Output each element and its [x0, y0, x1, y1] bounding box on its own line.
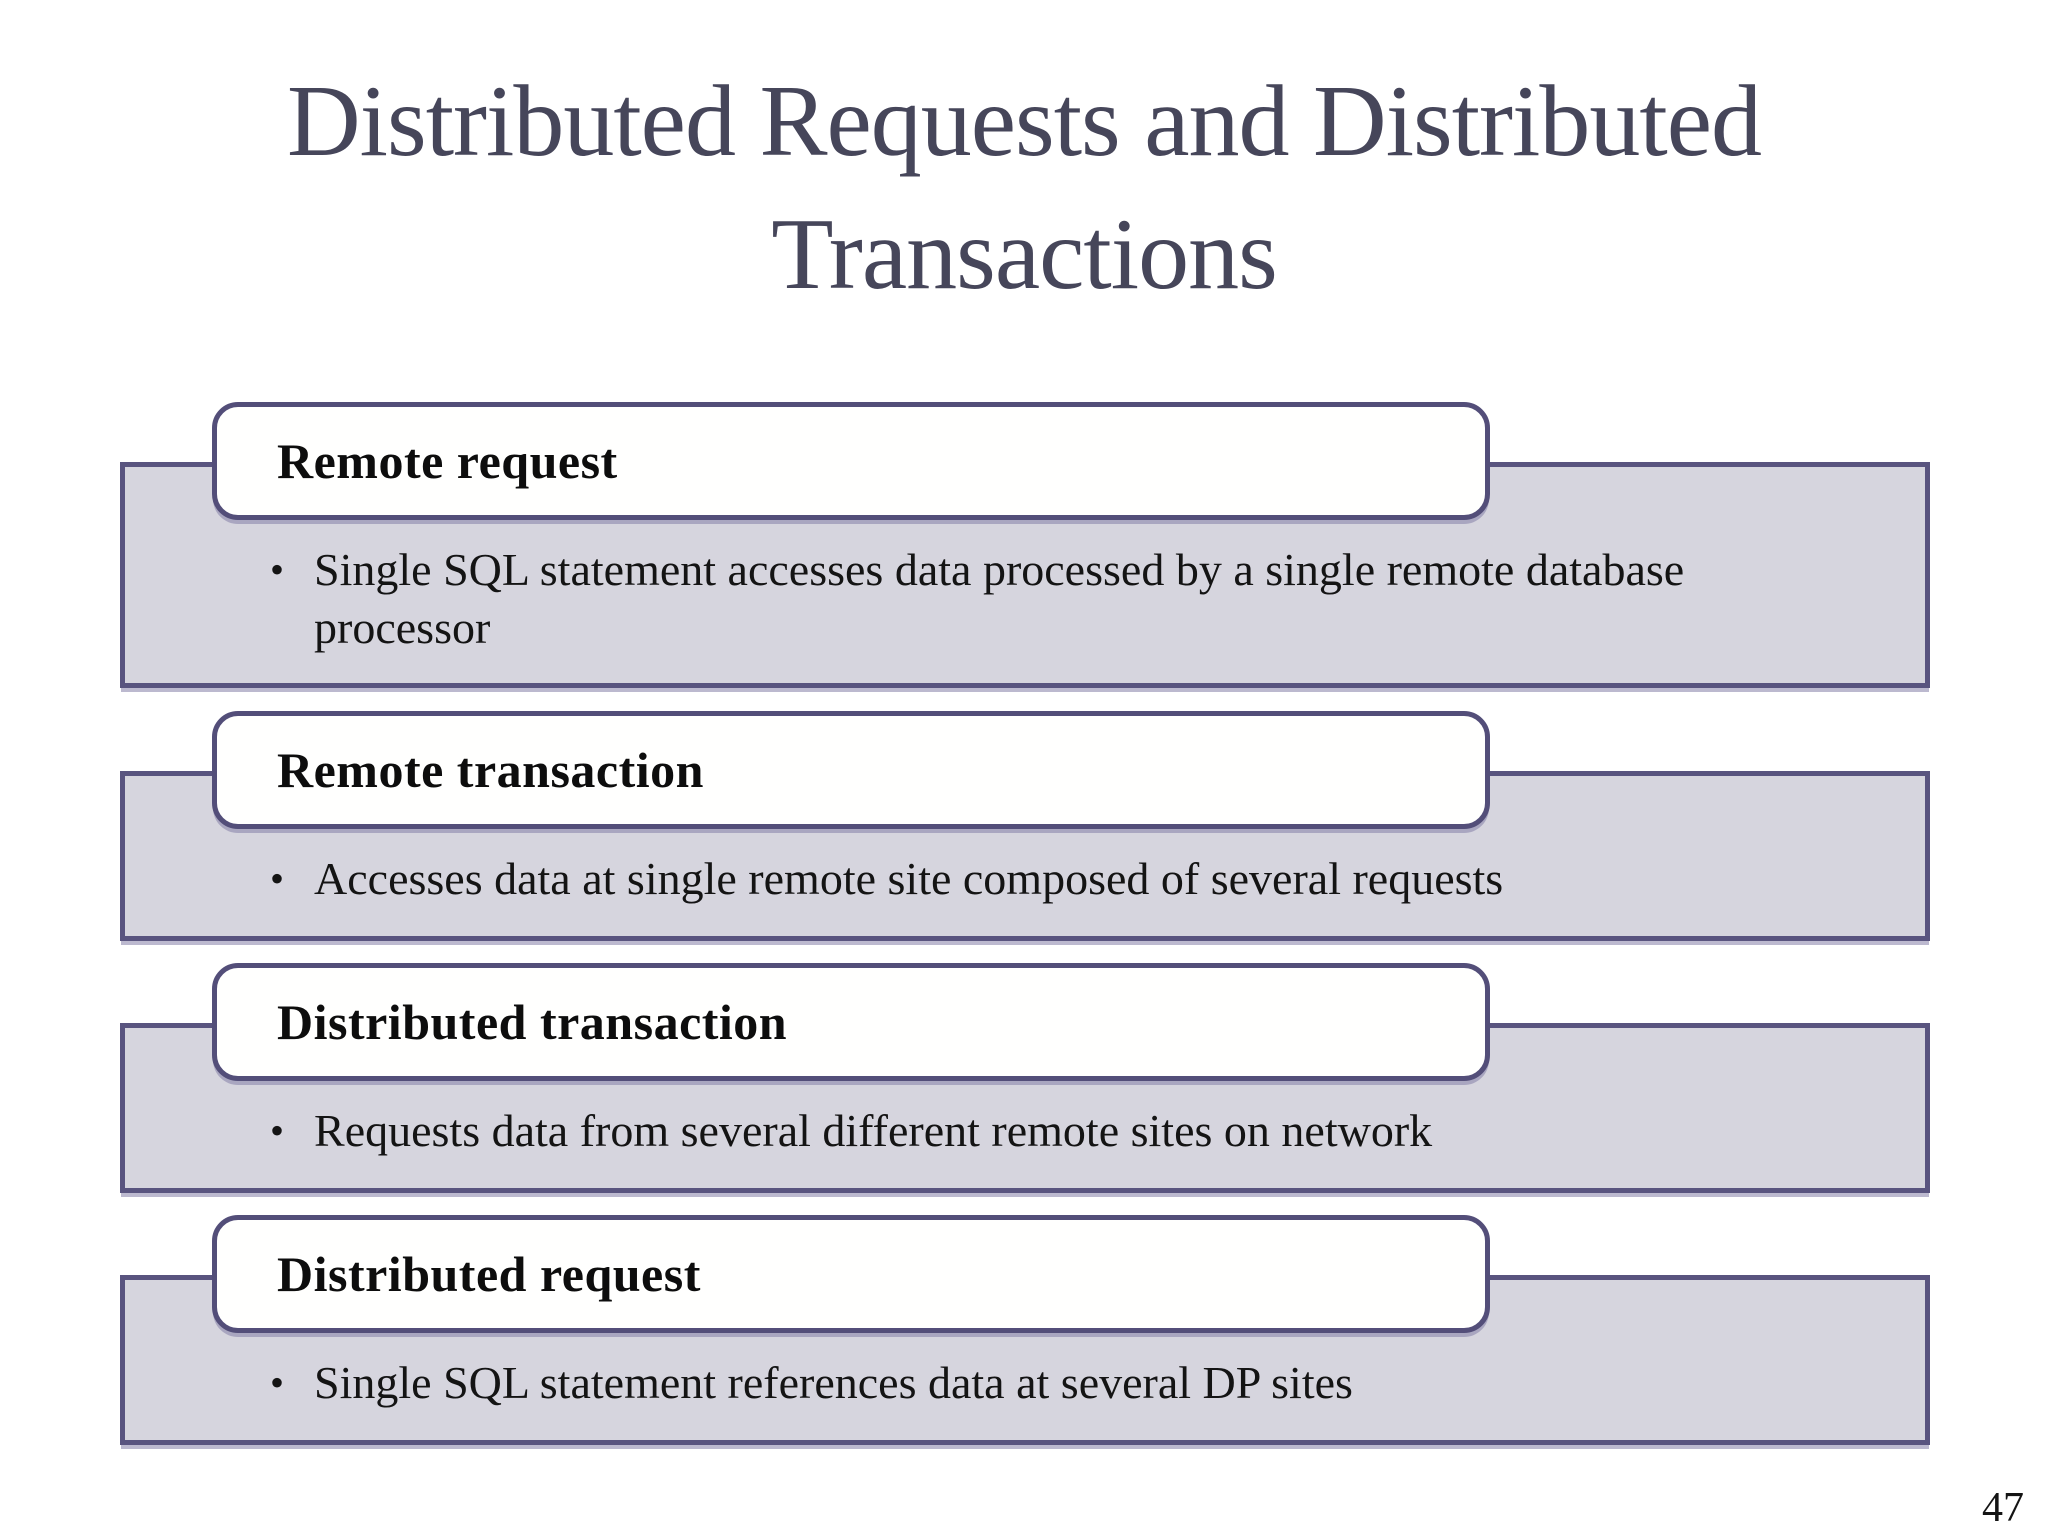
group-header-label: Distributed request: [277, 1246, 701, 1302]
slide-title-line2: Transactions: [771, 197, 1278, 311]
bullet-icon: •: [270, 1108, 285, 1153]
group-header: Remote transaction: [212, 711, 1490, 829]
bullet-icon: •: [270, 547, 285, 592]
group-header-label: Remote request: [277, 433, 618, 489]
group-header: Distributed request: [212, 1215, 1490, 1333]
bullet-item: • Requests data from several different r…: [270, 1102, 1432, 1160]
bullet-item: • Accesses data at single remote site co…: [270, 850, 1503, 908]
group-header-label: Remote transaction: [277, 742, 704, 798]
group-header-label: Distributed transaction: [277, 994, 788, 1050]
bullet-text: Requests data from several different rem…: [314, 1105, 1433, 1156]
bullet-icon: •: [270, 1360, 285, 1405]
bullet-icon: •: [270, 856, 285, 901]
bullet-text: Single SQL statement references data at …: [314, 1357, 1353, 1408]
group-header: Distributed transaction: [212, 963, 1490, 1081]
slide-title: Distributed Requests and Distributed Tra…: [0, 56, 2048, 321]
bullet-item: • Single SQL statement accesses data pro…: [270, 541, 1794, 657]
slide-title-line1: Distributed Requests and Distributed: [287, 65, 1762, 178]
bullet-text: Single SQL statement accesses data proce…: [314, 544, 1685, 653]
bullet-text: Accesses data at single remote site comp…: [314, 853, 1504, 904]
group-header: Remote request: [212, 402, 1490, 520]
page-number: 47: [1982, 1485, 2024, 1531]
bullet-item: • Single SQL statement references data a…: [270, 1354, 1353, 1412]
